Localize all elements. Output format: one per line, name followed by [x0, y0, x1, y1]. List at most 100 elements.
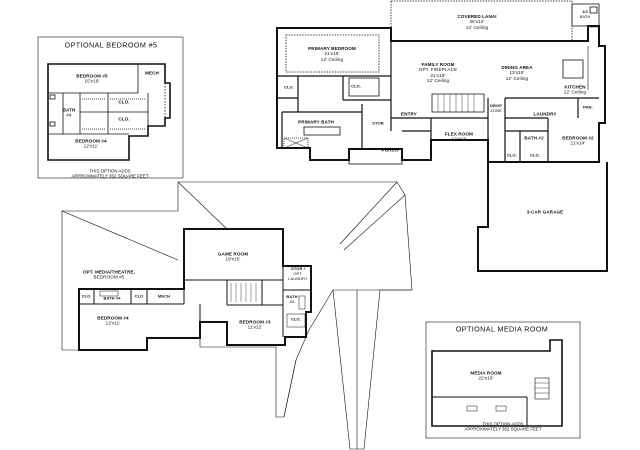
room-name: PRIMARY BATH	[298, 119, 334, 125]
room-name: CLO.	[507, 152, 517, 158]
room-label-entry: ENTRY	[401, 111, 417, 116]
room-label-garage: 3-CAR GARAGE	[527, 209, 564, 214]
room-label-family-room: FAMILY ROOM OPT. FIREPLACE 21'x19' 12' C…	[419, 62, 457, 84]
room-name: DROP	[490, 103, 502, 109]
second-floor-plan	[78, 228, 312, 351]
room-name: CLO.	[284, 84, 294, 90]
room-name: GAME ROOM	[217, 251, 249, 257]
option-media-plan	[431, 339, 563, 427]
option-bedroom5-frame	[37, 36, 184, 179]
room-ceiling: 12' Ceiling	[320, 56, 344, 62]
room-name: CLO.	[118, 116, 130, 122]
room-name: CLO.	[530, 152, 540, 158]
room-label-storage-opt-laundry: STOR / OPT. LAUNDRY	[288, 265, 308, 281]
first-floor-plan	[276, 0, 608, 272]
room-label-game-room: GAME ROOM 19'x15'	[218, 252, 248, 263]
room-label-mech-option: MECH	[145, 70, 159, 75]
room-label-bath3: BATH #3	[286, 294, 298, 305]
room-label-storage: STOR	[372, 120, 384, 127]
room-label-media-room: MEDIA ROOM 22'x19'	[470, 371, 501, 382]
room-label-primary-bath: PRIMARY BATH	[298, 119, 334, 124]
room-label-bedroom4: BEDROOM #4 12'x11'	[97, 316, 128, 327]
room-name: COVERED LANAI	[457, 13, 497, 19]
room-name: FLEX ROOM	[444, 131, 474, 137]
room-name: BEDROOM #3	[239, 319, 271, 325]
room-name: MEDIA ROOM	[470, 370, 502, 376]
room-name: DINING AREA	[501, 64, 533, 70]
room-label-kitchen: KITCHEN 12' Ceiling	[564, 85, 586, 96]
room-name: LIN.	[590, 23, 598, 29]
room-label-bedroom2: BEDROOM #2 11'x14'	[562, 136, 593, 147]
room-name: FAMILY ROOM	[421, 62, 455, 68]
room-name: CLO.	[118, 99, 130, 105]
room-label-closet-2f-b: CLO	[134, 293, 144, 300]
room-label-dining-area: DINING AREA 13'x16' 12' Ceiling	[501, 65, 532, 81]
room-label-primary-bedroom: PRIMARY BEDROOM 21'x15' 12' Ceiling	[308, 46, 356, 62]
room-extra: LAUNDRY	[288, 275, 308, 281]
room-label-closet-2f-a: CLO	[81, 293, 91, 300]
room-name: BEDROOM #2	[562, 135, 594, 141]
room-dims: 19'x15'	[225, 257, 241, 262]
option-bedroom5-title: OPTIONAL BEDROOM #5	[64, 40, 158, 50]
room-dims: BATH	[579, 14, 591, 19]
option-media-title: OPTIONAL MEDIA ROOM	[455, 324, 549, 334]
room-label-media-theatre: OPT. MEDIA/THEATRE, BEDROOM #5	[83, 270, 135, 281]
room-label-closet-bedroom2-a: CLO.	[507, 152, 517, 159]
room-dims: 36'x12'	[469, 19, 485, 25]
room-dims: 12'x11'	[83, 144, 99, 149]
room-label-bath2: BATH #2	[524, 135, 544, 140]
option-bedroom5-note: THIS OPTION ADDS APPROXIMATELY 352 SQUAR…	[71, 169, 148, 180]
room-dims: 12'x12'	[451, 137, 467, 142]
option-bedroom5-plan	[47, 63, 171, 161]
room-name: CLO	[81, 293, 91, 299]
room-label-pantry: PAN.	[583, 104, 593, 111]
room-label-closet-bedroom2-b: CLO.	[530, 152, 540, 159]
option-bedroom5-note-line2: APPROXIMATELY 352 SQUARE FEET	[71, 174, 149, 179]
room-label-covered-lanai: COVERED LANAI 36'x12' 12' Ceiling	[457, 14, 496, 30]
room-name: BATH #4	[103, 295, 121, 301]
room-name: ENTRY	[401, 111, 417, 117]
room-dims: OPT.	[293, 270, 303, 276]
option-media-frame	[425, 321, 581, 439]
room-dims: 11'x14'	[570, 141, 586, 146]
room-label-flex-room: FLEX ROOM 12'x12'	[445, 132, 473, 143]
room-name: PAN.	[583, 104, 593, 110]
room-name: OPT. MEDIA/THEATRE,	[82, 269, 136, 275]
room-label-porch: PORCH	[381, 147, 398, 152]
room-name: BATH	[62, 107, 76, 113]
option-media-note: THIS OPTION ADDS APPROXIMATELY 352 SQUAR…	[464, 422, 541, 433]
room-name: STOR	[372, 120, 384, 126]
room-name: BEDROOM #4	[97, 315, 129, 321]
room-ceiling: 12' Ceiling	[426, 78, 450, 84]
room-label-linen: LIN.	[590, 23, 598, 30]
room-extra: 21'x19'	[430, 73, 446, 78]
option-media-note-line1: THIS OPTION ADDS	[482, 421, 524, 427]
room-label-laundry: LAUNDRY	[534, 111, 557, 116]
room-dims: 12' Ceiling	[563, 90, 587, 95]
room-name: KITCHEN	[564, 84, 586, 90]
room-label-half-bath: 1/2 BATH	[579, 9, 591, 20]
room-name: BATH	[286, 294, 298, 300]
room-name: CLO.	[291, 316, 301, 322]
room-label-closet-option-a: CLO.	[118, 99, 129, 104]
room-ceiling: 12' Ceiling	[465, 24, 489, 30]
room-dims: 21'x15'	[324, 51, 340, 57]
room-dims: 11'x12'	[247, 325, 263, 330]
room-name: STOR /	[291, 265, 305, 271]
option-bedroom5-note-line1: THIS OPTION ADDS	[89, 168, 131, 174]
room-name: 3-CAR GARAGE	[526, 209, 564, 215]
room-name: BEDROOM #4	[75, 138, 107, 144]
room-label-closet-bath: CLO.	[351, 84, 361, 90]
room-dims: #3	[289, 299, 295, 304]
room-label-bath4: BATH #4	[103, 295, 121, 302]
room-label-closet-2f-c: CLO.	[291, 316, 301, 323]
room-label-drop-zone: DROP ZONE	[490, 103, 502, 114]
room-name: BEDROOM #5	[76, 73, 108, 79]
room-dims: 15'x16'	[84, 79, 100, 84]
room-name: CLO	[134, 293, 144, 299]
room-label-mech: MECH	[158, 294, 170, 300]
room-label-closet-primary: CLO.	[284, 84, 294, 91]
room-label-bedroom5-option: BEDROOM #5 15'x16'	[76, 74, 107, 85]
